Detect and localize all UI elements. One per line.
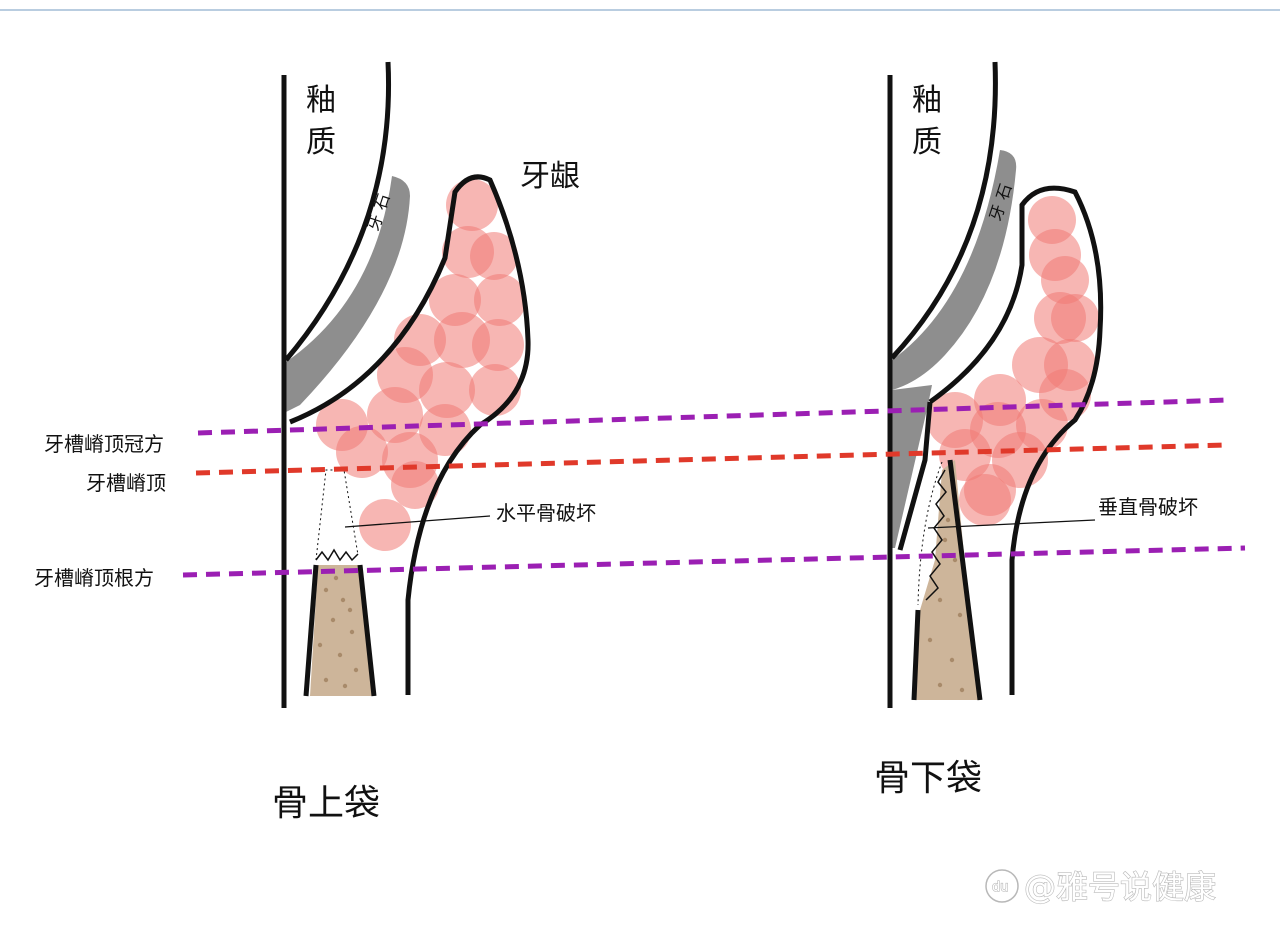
left-pointer-line [344, 515, 491, 528]
crest-coronal-label: 牙槽嵴顶冠方 [44, 432, 164, 456]
left-calculus-label: 牙石 [364, 191, 394, 233]
crest-label: 牙槽嵴顶 [86, 471, 166, 495]
left-panel-suprabony [281, 61, 531, 708]
left-crown-label-second-char: 质 [306, 125, 336, 160]
right-lost-bone-outline [917, 461, 943, 606]
left-lost-bone-outline [315, 469, 359, 561]
gingiva-label: 牙龈 [520, 159, 580, 194]
vertical-destruction-label: 垂直骨破坏 [1098, 495, 1198, 519]
right-bone-edges [911, 459, 983, 701]
horizontal-destruction-label: 水平骨破坏 [496, 501, 596, 525]
left-inflammation-cells [316, 179, 526, 551]
watermark-platform-glyph: du [992, 880, 1009, 895]
left-calculus-label-char: 石 [371, 191, 394, 212]
right-pocket-wall [897, 401, 933, 551]
left-calculus-label-char: 牙 [364, 212, 387, 233]
right-bone-dots [927, 517, 965, 693]
crest-apical-line [182, 545, 1246, 578]
right-calculus-shape [892, 150, 1017, 390]
left-calculus-shape [286, 176, 410, 412]
crest-apical-label: 牙槽嵴顶根方 [34, 566, 154, 590]
right-crown-label-second-char: 质 [912, 125, 942, 160]
left-bone-crest-zigzag [315, 548, 359, 562]
left-bone-dots [317, 575, 359, 689]
right-crown-outline [890, 61, 998, 360]
right-bone-jagged-edge [925, 469, 947, 601]
left-bone-edges [303, 564, 377, 697]
left-alveolar-bone [310, 565, 372, 696]
left-crown-outline [284, 61, 392, 362]
right-crown-label: 釉 质 [912, 83, 952, 160]
right-panel-infrabony [887, 61, 1104, 708]
right-inflammation-cells [927, 196, 1099, 526]
right-pointer-line [927, 519, 1096, 529]
left-gingiva-outline [289, 174, 531, 695]
right-calculus-label: 牙石 [986, 181, 1016, 223]
infrabony-pocket-title: 骨下袋 [874, 758, 982, 799]
crest-line [195, 442, 1229, 476]
left-crown-label: 釉 质 [306, 83, 346, 160]
watermark: du @雅号说健康 [985, 867, 1217, 907]
paw-icon [985, 869, 1019, 903]
watermark-text: @雅号说健康 [1024, 868, 1216, 906]
suprabony-pocket-title: 骨上袋 [272, 783, 380, 824]
right-calculus-label-char: 石 [993, 181, 1016, 202]
right-calculus-label-char: 牙 [986, 202, 1009, 223]
right-calculus-subgingival [892, 385, 932, 548]
crest-coronal-line [197, 397, 1229, 436]
